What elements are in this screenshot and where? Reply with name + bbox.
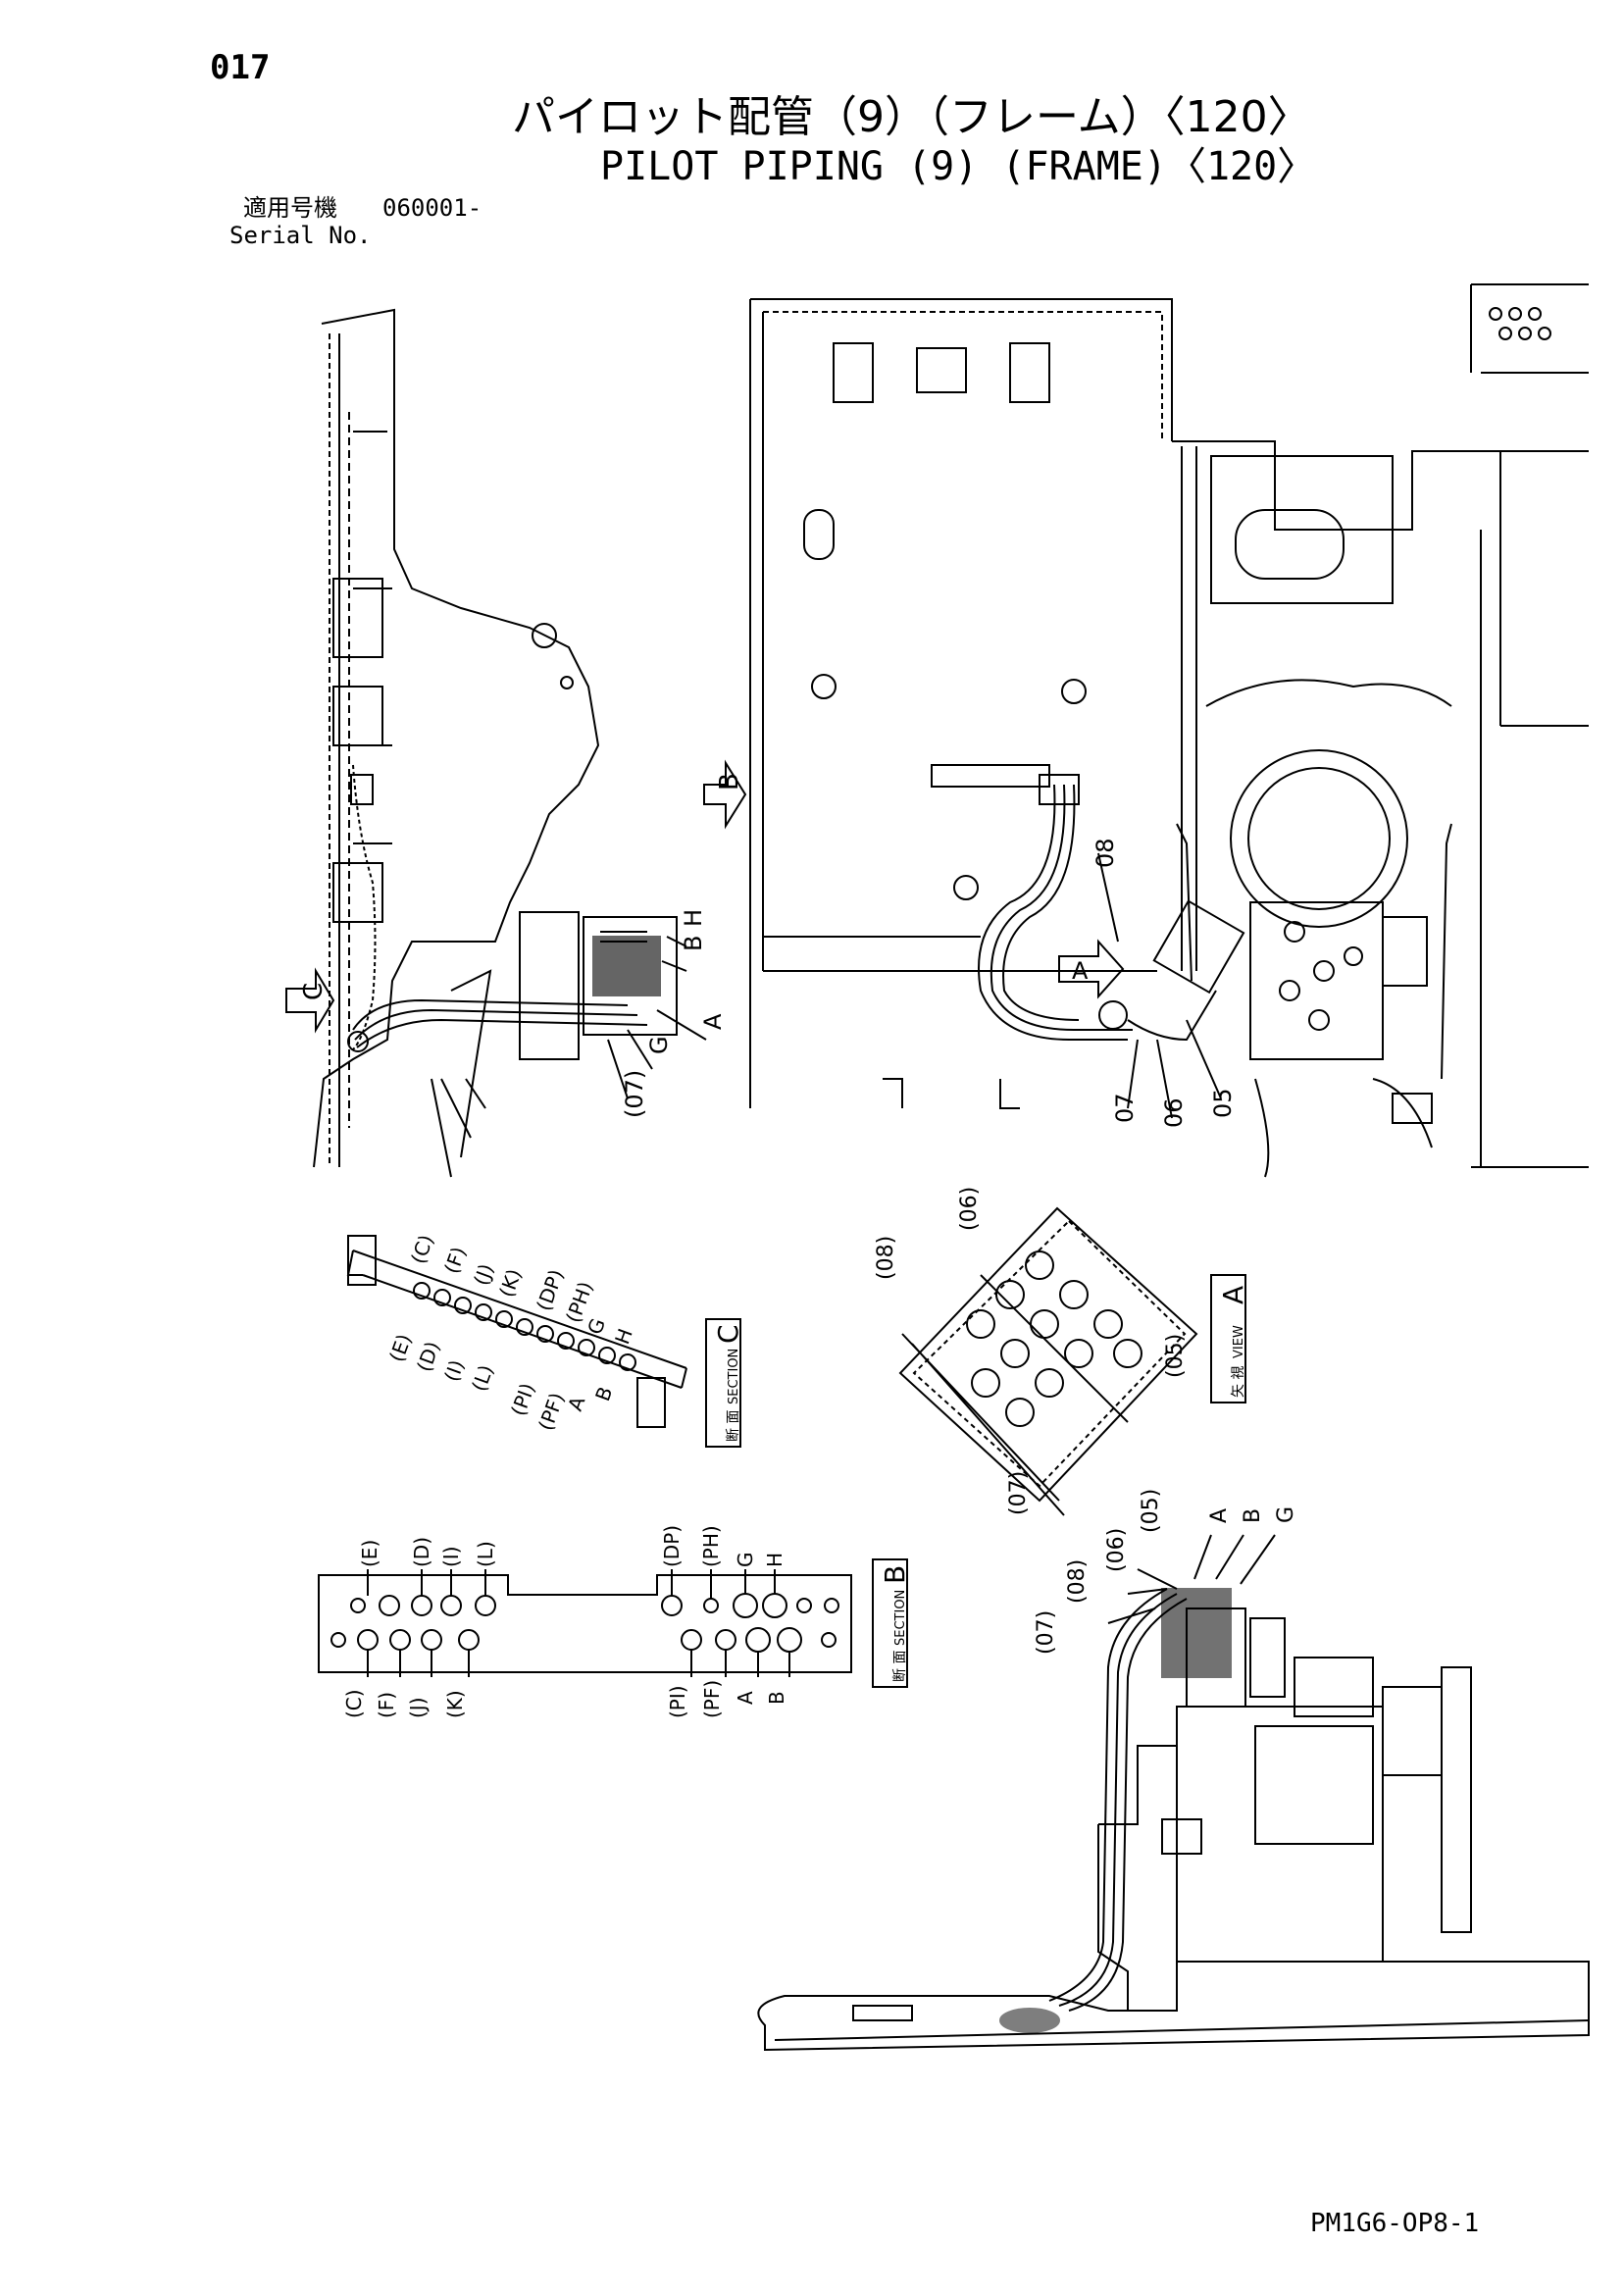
drawing-code: PM1G6-OP8-1 [1310,2209,1480,2238]
view-a-title-en: VIEW [1232,1325,1246,1358]
section-b-letter: B [879,1565,911,1584]
section-b-bottom-label: (PF) [700,1680,724,1718]
section-b-top-label: (E) [358,1540,381,1567]
callout-07-left: (07) [621,1070,648,1118]
callout-b: B [680,936,707,951]
callout-h: H [680,909,707,927]
section-c-top-label: H [610,1325,637,1347]
section-b-bottom-label: A [734,1691,757,1705]
section-c-letter: C [712,1324,744,1344]
section-b-bottom-label: (J) [406,1697,430,1718]
section-b-title-box: 断 面 SECTION B [872,1558,911,1688]
section-c-title-en: SECTION [727,1349,741,1404]
section-b-bottom-label: (K) [443,1690,467,1718]
view-a-title-box: 矢 視 VIEW A [1210,1274,1249,1403]
view-marker-b-letter: B [715,773,744,791]
view-a-callout-05: (05) [1163,1334,1188,1378]
serial-label-english: Serial No. [229,222,372,249]
section-c-top-label: (C) [406,1232,438,1267]
callout-06: 06 [1160,1097,1188,1128]
section-b-top-label: H [763,1553,787,1567]
view-marker-c-letter: C [299,983,329,1000]
section-b-bottom-label: (C) [342,1689,366,1718]
view-a-title-jp: 矢 視 [1231,1366,1246,1398]
side-callout-07: (07) [1034,1610,1058,1655]
view-a-callout-07: (07) [1006,1471,1031,1515]
section-c-bottom-label: (L) [467,1361,498,1394]
section-b-bottom-label: (PI) [666,1685,689,1718]
section-b-drawing [318,1569,852,1677]
section-b-labels: (E) (D) (I) (L) (DP) (PH) G H (C) (F) (J… [342,1525,788,1718]
page-number: 017 [210,48,271,87]
section-c-bottom-label: B [590,1384,617,1404]
view-a-callout-06: (06) [957,1187,982,1231]
view-marker-c: C [285,967,335,1034]
section-c-bottom-label: (PI) [506,1380,539,1419]
section-c-bottom-label: (I) [439,1356,469,1384]
callout-a: A [699,1013,727,1030]
page-title-english: PILOT PIPING (9) (FRAME)〈120〉 [600,144,1317,189]
section-c-top-label: (K) [494,1266,526,1301]
section-b-top-label: (DP) [660,1525,684,1567]
serial-value: 060001- [382,194,482,222]
section-c-top-label: (DP) [532,1266,568,1314]
section-b-title-en: SECTION [893,1590,908,1646]
section-b-top-label: (I) [439,1546,463,1567]
side-callout-a: A [1207,1508,1232,1523]
section-b-top-label: (PH) [699,1525,723,1567]
section-c-bottom-label: A [563,1393,589,1413]
side-callout-g: G [1274,1506,1298,1523]
view-marker-a-letter: A [1072,957,1089,985]
side-callout-05: (05) [1139,1489,1163,1533]
section-c-top-label: G [583,1315,610,1338]
side-elevation-drawing [757,1534,1590,2052]
section-c-title-jp: 断 面 [726,1410,741,1442]
plan-frame-view [749,283,1589,1178]
left-frame-view [313,308,707,1178]
section-c-top-label: (F) [439,1244,471,1277]
section-c-bottom-label: (D) [412,1338,444,1374]
section-c-bottom-label: (PF) [533,1390,569,1434]
section-b-bottom-label: B [765,1691,788,1705]
callout-08: 08 [1091,838,1119,868]
view-marker-a: A [1058,939,1125,999]
view-a-callout-08: (08) [874,1236,898,1280]
section-b-top-label: (D) [410,1537,433,1567]
serial-label-japanese: 適用号機 [243,194,337,222]
section-b-top-label: (L) [474,1541,497,1567]
view-marker-b: B [703,759,747,830]
side-callout-06: (06) [1104,1528,1129,1572]
section-b-top-label: G [734,1553,757,1568]
section-c-bottom-label: (E) [384,1331,416,1365]
side-callout-b: B [1241,1508,1265,1523]
view-a-letter: A [1217,1286,1249,1304]
section-c-labels: (C) (F) (J) (K) (DP) (PH) G H (E) (D) (I… [384,1232,637,1434]
section-c-drawing [346,1235,687,1428]
page-title-japanese: パイロット配管（9）（フレーム）〈120〉 [512,92,1311,142]
callout-07: 07 [1111,1093,1139,1123]
view-a-drawing [898,1206,1198,1516]
callout-05: 05 [1209,1088,1237,1118]
side-callout-08: (08) [1065,1559,1090,1604]
callout-g: G [645,1036,673,1054]
section-c-top-label: (J) [469,1260,498,1288]
section-c-title-box: 断 面 SECTION C [705,1318,744,1448]
section-b-bottom-label: (F) [375,1692,398,1718]
section-b-title-jp: 断 面 [892,1651,908,1682]
